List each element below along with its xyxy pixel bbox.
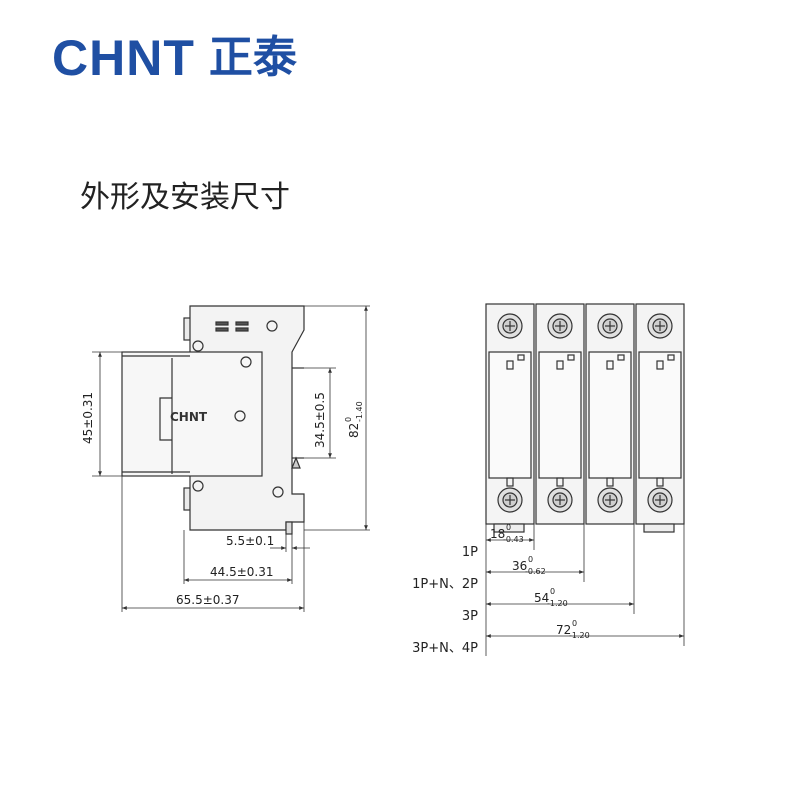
- pole-label: 3P+N、4P: [412, 641, 478, 656]
- dim-width-a: 5.5±0.1: [226, 534, 274, 548]
- tab: [506, 360, 514, 370]
- tab: [606, 477, 614, 487]
- din-clip: [493, 523, 525, 533]
- tab: [656, 477, 664, 487]
- side-view: [92, 305, 370, 612]
- brand-logo: CHNT 正泰: [52, 30, 297, 86]
- indicator-window: [567, 354, 575, 361]
- screw-icon: [192, 340, 204, 352]
- pole-tol-lower: -0.43: [503, 535, 524, 544]
- dim-height-total-tol-lower: -1.40: [355, 401, 364, 422]
- pole-tol-upper: 0: [572, 619, 577, 628]
- dim-height-total: 82: [347, 423, 361, 438]
- dim-height-left: 45±0.31: [81, 392, 95, 444]
- brand-name-en: CHNT: [52, 30, 195, 86]
- pole-dim: 18: [490, 527, 505, 541]
- vent-slot: [215, 321, 229, 326]
- indicator-window: [517, 354, 525, 361]
- pole-tol-lower: -1.20: [547, 599, 568, 608]
- pole-cover: [538, 351, 582, 479]
- dim-width-c: 65.5±0.37: [176, 593, 240, 607]
- pole-tol-upper: 0: [550, 587, 555, 596]
- screw-icon: [266, 320, 278, 332]
- page-title: 外形及安装尺寸: [80, 180, 290, 215]
- vent-slot: [235, 327, 249, 332]
- tab: [606, 360, 614, 370]
- pole-dim: 36: [512, 559, 527, 573]
- vent-slot: [235, 321, 249, 326]
- side-logo-label: CHNT: [170, 410, 208, 424]
- screw-icon: [272, 486, 284, 498]
- tab: [506, 477, 514, 487]
- screw-icon: [192, 480, 204, 492]
- dim-height-inner: 34.5±0.5: [313, 392, 327, 448]
- pole-cover: [638, 351, 682, 479]
- dim-height-total-tol-upper: 0: [344, 417, 353, 422]
- pole-tol-upper: 0: [528, 555, 533, 564]
- pole-tol-lower: -1.20: [569, 631, 590, 640]
- screw-icon: [240, 356, 252, 368]
- din-clip: [643, 523, 675, 533]
- pole-dim: 72: [556, 623, 571, 637]
- pole-dim: 54: [534, 591, 549, 605]
- front-cover: [121, 351, 263, 477]
- dim-width-b: 44.5±0.31: [210, 565, 274, 579]
- pole-cover: [488, 351, 532, 479]
- pole-tol-upper: 0: [506, 523, 511, 532]
- screw-icon: [234, 410, 246, 422]
- pole-label: 1P+N、2P: [412, 577, 478, 592]
- front-view: [485, 303, 685, 533]
- tab: [656, 360, 664, 370]
- indicator-window: [617, 354, 625, 361]
- tab: [556, 477, 564, 487]
- pole-tol-lower: -0.62: [525, 567, 546, 576]
- vent-slot: [215, 327, 229, 332]
- pole-label: 3P: [462, 609, 478, 624]
- pole-cover: [588, 351, 632, 479]
- brand-name-cn: 正泰: [208, 32, 297, 83]
- indicator-window: [667, 354, 675, 361]
- tab: [556, 360, 564, 370]
- pole-label: 1P: [462, 545, 478, 560]
